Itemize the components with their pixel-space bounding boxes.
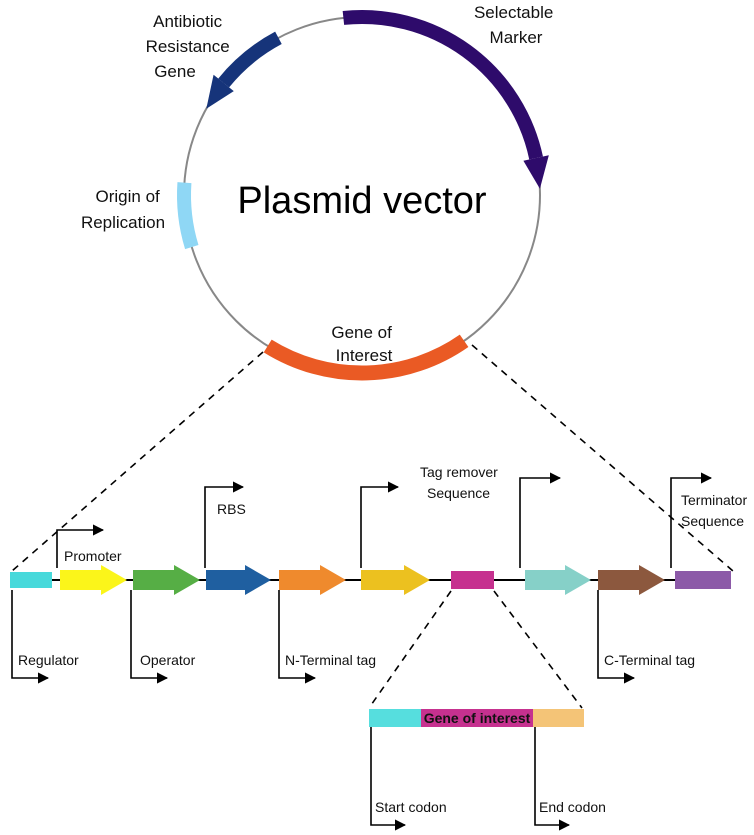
gene-coding-block xyxy=(421,709,533,727)
terminator-label: Terminator Sequence xyxy=(681,492,751,529)
operator-label: Operator xyxy=(140,652,196,668)
selectable-marker-label: Selectable Marker xyxy=(474,3,558,47)
zoom-line-gene-left xyxy=(368,590,452,709)
n-terminal-tag-arrow xyxy=(279,565,346,595)
promoter-label: Promoter xyxy=(64,548,122,564)
selectable-marker-arrowhead xyxy=(523,155,549,189)
promoter-pointer xyxy=(56,524,105,568)
end-codon-pointer xyxy=(534,727,571,831)
regulator-block xyxy=(10,572,52,588)
gene-of-interest-center-label: Gene of interest xyxy=(424,710,531,726)
antibiotic-resistance-arc xyxy=(218,31,282,88)
c-terminal-tag-label: C-Terminal tag xyxy=(604,652,695,668)
rbs-label: RBS xyxy=(217,501,246,517)
regulator-pointer xyxy=(11,590,50,684)
start-codon-label: Start codon xyxy=(375,799,447,815)
promoter-arrow xyxy=(60,565,127,595)
zoom-line-gene-right xyxy=(493,590,583,709)
tag-remover-pointer xyxy=(519,472,562,568)
terminator-pointer xyxy=(670,472,713,568)
start-codon-pointer xyxy=(370,727,407,831)
zoom-line-right xyxy=(471,344,734,572)
c-terminal-tag-pointer xyxy=(597,590,636,684)
origin-label: Origin of Replication xyxy=(81,187,165,232)
start-codon-block xyxy=(369,709,421,727)
gene-of-interest-block xyxy=(451,571,494,589)
antibiotic-resistance-arrowhead xyxy=(206,74,234,109)
gene-of-interest-arc xyxy=(263,334,469,381)
regulator-label: Regulator xyxy=(18,652,79,668)
operator-arrow xyxy=(133,565,200,595)
selectable-marker-arc xyxy=(342,10,543,160)
rbs-arrow xyxy=(206,565,271,595)
c-terminal-tag-arrow xyxy=(598,565,665,595)
gene-of-interest-label: Gene of Interest xyxy=(331,323,396,365)
antibiotic-label: Antibiotic Resistance Gene xyxy=(146,12,235,81)
n-terminal-tag-label: N-Terminal tag xyxy=(285,652,376,668)
operator-pointer xyxy=(130,590,169,684)
terminator-block xyxy=(675,571,731,589)
end-codon-block xyxy=(533,709,584,727)
tag-pointer xyxy=(360,481,400,568)
n-terminal-tag-pointer xyxy=(278,590,317,684)
origin-of-replication-arc xyxy=(177,182,199,250)
plasmid-features xyxy=(177,10,549,381)
tag-remover-arrow xyxy=(525,565,591,595)
tag-arrow xyxy=(361,565,430,595)
tag-remover-label: Tag remover Sequence xyxy=(420,464,502,501)
rbs-pointer xyxy=(204,481,245,568)
plasmid-title: Plasmid vector xyxy=(237,180,487,222)
end-codon-label: End codon xyxy=(539,799,606,815)
zoom-line-left xyxy=(11,351,264,572)
